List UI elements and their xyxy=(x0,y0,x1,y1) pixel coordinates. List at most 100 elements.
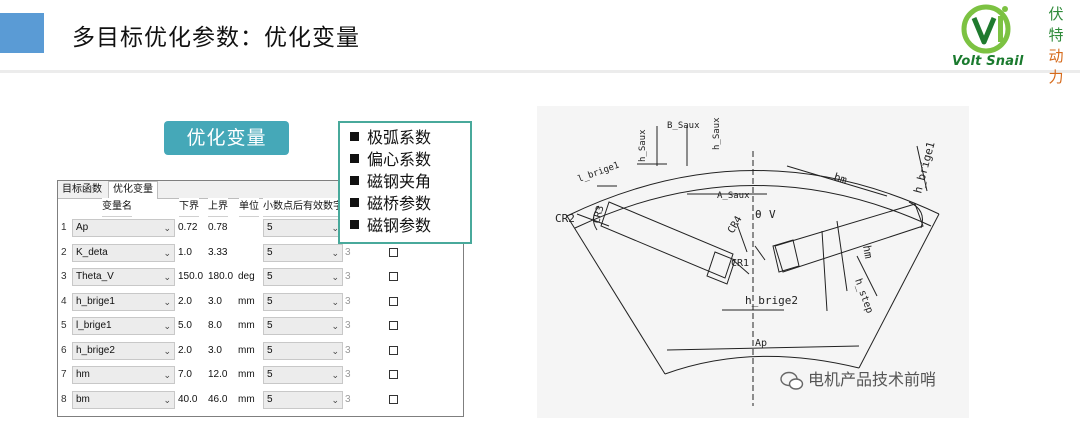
lower-bound-cell[interactable]: 0.72 xyxy=(178,222,198,233)
decimals-select[interactable]: 5⌄ xyxy=(263,317,343,335)
chevron-down-icon: ⌄ xyxy=(331,394,339,405)
decimals-select[interactable]: 5⌄ xyxy=(263,366,343,384)
label-theta: θ xyxy=(755,208,762,221)
decimals-select[interactable]: 5⌄ xyxy=(263,268,343,286)
row-checkbox[interactable] xyxy=(389,370,398,379)
decimals-select[interactable]: 5⌄ xyxy=(263,292,343,311)
lower-bound-cell[interactable]: 2.0 xyxy=(178,295,192,307)
chevron-down-icon: ⌄ xyxy=(163,394,171,405)
variable-name-select[interactable]: l_brige1⌄ xyxy=(72,317,175,335)
variable-name-select[interactable]: h_brige2⌄ xyxy=(72,341,175,360)
lower-bound-cell[interactable]: 7.0 xyxy=(178,369,192,380)
decimals-value: 5 xyxy=(267,344,273,356)
chevron-down-icon: ⌄ xyxy=(331,370,339,380)
extra-value-cell: 3 xyxy=(345,344,351,356)
slide-title: 多目标优化参数：优化变量 xyxy=(72,25,360,51)
callout-item-label: 偏心系数 xyxy=(367,150,432,169)
row-number: 6 xyxy=(61,344,67,356)
extra-value-cell: 3 xyxy=(345,393,351,405)
upper-bound-cell[interactable]: 180.0 xyxy=(208,271,234,282)
row-number: 8 xyxy=(61,393,67,405)
decimals-select[interactable]: 5⌄ xyxy=(263,390,343,409)
label-l-brige1: l_brige1 xyxy=(577,161,621,185)
column-header-unit: 单位 xyxy=(239,198,259,217)
label-h-brige2: h_brige2 xyxy=(745,294,798,307)
variable-name-select[interactable]: K_deta⌄ xyxy=(72,243,175,262)
bullet-square-icon xyxy=(350,154,359,163)
extra-value-cell: 3 xyxy=(345,271,351,282)
label-cr1: CR1 xyxy=(731,258,749,269)
rotor-geometry-diagram: B_Saux h_Saux h_Saux l_brige1 A_Saux bm … xyxy=(537,106,969,418)
row-number: 3 xyxy=(61,271,67,282)
tab-objective-function[interactable]: 目标函数 xyxy=(62,184,102,195)
row-checkbox[interactable] xyxy=(389,345,398,355)
variable-name-value: hm xyxy=(76,369,90,380)
decimals-select[interactable]: 5⌄ xyxy=(263,341,343,360)
chevron-down-icon: ⌄ xyxy=(163,247,171,258)
row-checkbox[interactable] xyxy=(389,296,398,306)
logo-char: 特 xyxy=(1048,26,1064,44)
row-checkbox[interactable] xyxy=(389,247,398,257)
variable-categories-callout: 极弧系数 偏心系数 磁钢夹角 磁桥参数 磁钢参数 xyxy=(338,121,472,244)
variable-name-select[interactable]: h_brige1 ⌄ xyxy=(72,292,175,311)
callout-item: 磁桥参数 xyxy=(350,193,470,215)
label-bm: bm xyxy=(832,170,849,187)
extra-value-cell: 3 xyxy=(345,369,351,380)
chevron-down-icon: ⌄ xyxy=(163,296,171,307)
decimals-select[interactable]: 5⌄ xyxy=(263,243,343,262)
upper-bound-cell[interactable]: 12.0 xyxy=(208,369,228,380)
variable-name-select[interactable]: hm⌄ xyxy=(72,366,175,384)
variable-name-select[interactable]: bm ⌄ xyxy=(72,390,175,409)
variable-name-value: h_brige2 xyxy=(76,344,115,356)
variable-name-value: Theta_V xyxy=(76,271,114,282)
logo-chinese-text: 伏 特 动 力 xyxy=(1046,4,1066,88)
decimals-select[interactable]: 5⌄ xyxy=(263,219,343,237)
tab-optimization-variables[interactable]: 优化变量 xyxy=(108,181,158,199)
lower-bound-cell[interactable]: 150.0 xyxy=(178,271,204,282)
unit-cell: mm xyxy=(238,344,255,356)
wechat-icon xyxy=(780,371,804,390)
upper-bound-cell[interactable]: 3.0 xyxy=(208,344,222,356)
row-checkbox[interactable] xyxy=(389,272,398,281)
callout-item-label: 磁钢参数 xyxy=(367,216,432,235)
label-h-step: h_step xyxy=(852,277,875,315)
variable-name-select[interactable]: Theta_V⌄ xyxy=(72,268,175,286)
column-header-upper: 上界 xyxy=(208,198,228,217)
lower-bound-cell[interactable]: 2.0 xyxy=(178,344,192,356)
lower-bound-cell[interactable]: 40.0 xyxy=(178,393,198,405)
label-h-brige1: h_brige1 xyxy=(911,140,937,195)
label-b-saux: B_Saux xyxy=(667,121,700,131)
row-number: 1 xyxy=(61,222,67,233)
callout-item-label: 磁钢夹角 xyxy=(367,172,432,191)
lower-bound-cell[interactable]: 1.0 xyxy=(178,246,192,258)
lower-bound-cell[interactable]: 5.0 xyxy=(178,320,192,331)
upper-bound-cell[interactable]: 3.0 xyxy=(208,295,222,307)
extra-value-cell: 3 xyxy=(345,320,351,331)
chevron-down-icon: ⌄ xyxy=(331,345,339,356)
label-cr3: CR3 xyxy=(591,204,606,224)
bullet-square-icon xyxy=(350,220,359,229)
callout-item: 磁钢夹角 xyxy=(350,171,470,193)
label-v: V xyxy=(769,208,776,221)
upper-bound-cell[interactable]: 8.0 xyxy=(208,320,222,331)
label-cr2: CR2 xyxy=(555,212,575,225)
variable-name-value: l_brige1 xyxy=(76,320,112,331)
variable-name-select[interactable]: Ap⌄ xyxy=(72,219,175,237)
upper-bound-cell[interactable]: 46.0 xyxy=(208,393,228,405)
variable-name-value: h_brige1 xyxy=(76,295,115,307)
variable-name-value: bm xyxy=(76,393,90,405)
row-checkbox[interactable] xyxy=(389,321,398,330)
row-number: 2 xyxy=(61,246,67,258)
chevron-down-icon: ⌄ xyxy=(331,296,339,307)
upper-bound-cell[interactable]: 3.33 xyxy=(208,246,228,258)
row-checkbox[interactable] xyxy=(389,394,398,404)
upper-bound-cell[interactable]: 0.78 xyxy=(208,222,228,233)
decimals-value: 5 xyxy=(267,393,273,405)
watermark-text: 电机产品技术前哨 xyxy=(808,370,937,389)
title-accent-bar xyxy=(0,13,44,53)
label-cr4: CR4 xyxy=(726,214,745,235)
unit-cell: mm xyxy=(238,320,255,331)
